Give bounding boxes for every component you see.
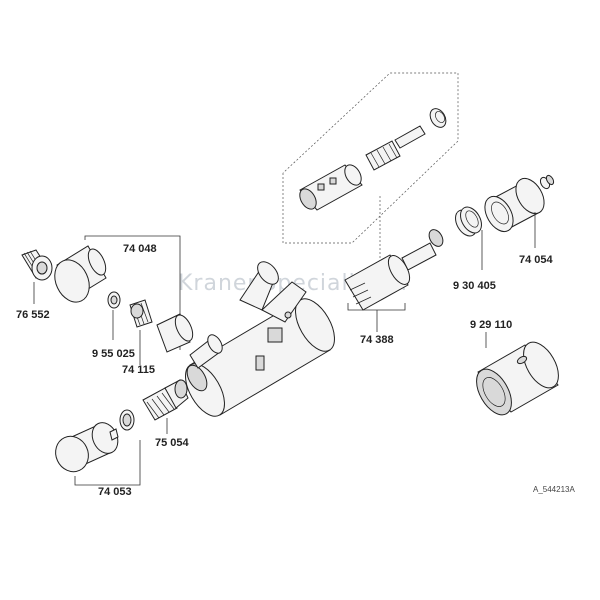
label-74048: 74 048: [123, 243, 157, 255]
label-955025: 9 55 025: [92, 348, 135, 360]
cartridge-74388-part: [344, 229, 444, 311]
label-74053: 74 053: [98, 486, 132, 498]
label-74115: 74 115: [122, 364, 155, 376]
fitting-76552-part: [21, 249, 53, 281]
rosette-74048-part: [54, 245, 107, 303]
small-ring-part: [429, 108, 447, 128]
cartridge-75054-part: [142, 379, 189, 421]
drawing-reference-code: A_544213A: [533, 485, 575, 494]
cartridge-detail-group: [282, 72, 459, 262]
spindle-part: [365, 125, 426, 171]
label-74388: 74 388: [360, 334, 394, 346]
ring-930405-part: [455, 206, 482, 237]
label-74054: 74 054: [519, 254, 554, 266]
sleeve-part: [156, 313, 194, 353]
seal-955025-part: [107, 291, 121, 309]
label-929110: 9 29 110: [470, 319, 512, 331]
label-930405: 9 30 405: [453, 280, 496, 292]
label-76552: 76 552: [16, 309, 50, 321]
handle-74054-part: [484, 174, 555, 233]
cartridge-housing-part: [299, 164, 363, 211]
mixer-body-part: [185, 261, 335, 417]
nipple-74115-part: [129, 299, 153, 328]
sleeve-929110-part: [476, 341, 559, 416]
handle-74053-part: [55, 409, 135, 473]
label-75054: 75 054: [155, 437, 190, 449]
